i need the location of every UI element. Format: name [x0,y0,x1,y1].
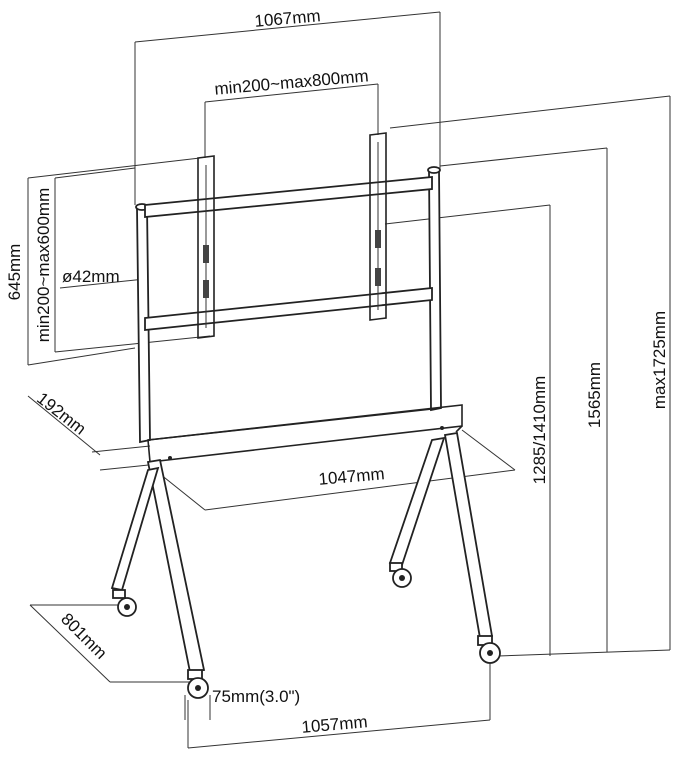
frame-height-label: 645mm [5,244,24,301]
tube-diameter-label: ø42mm [62,267,120,286]
front-left-leg [146,458,206,674]
front-right-leg [443,431,494,640]
top-height-label: 1565mm [585,362,604,428]
shelf-depth-label: 192mm [33,389,89,439]
base-width-label: 1057mm [301,712,369,737]
upper-rail [144,176,433,218]
overall-width-label: 1067mm [254,6,322,31]
vesa-width-label: min200~max800mm [214,66,370,98]
rear-left-leg [110,466,160,592]
rear-right-leg [388,436,446,567]
caster-rear-left [112,589,137,617]
vesa-height-label: min200~max600mm [34,188,53,343]
right-vesa-bracket [369,132,387,321]
dimension-lines [27,11,671,749]
lower-rail [144,287,433,331]
base-depth-label: 801mm [57,609,111,663]
caster-front-left [187,669,209,699]
shelf-width-label: 1047mm [318,464,386,489]
max-height-label: max1725mm [650,311,669,409]
caster-front-right [477,635,501,664]
dimension-labels: 1067mm min200~max800mm 645mm min200~max6… [5,6,669,737]
caster-size-label: 75mm(3.0") [212,687,300,706]
tv-stand-drawing [110,132,501,699]
left-vesa-bracket [197,155,215,339]
center-height-label: 1285/1410mm [530,376,549,485]
caster-rear-right [389,562,412,588]
shelf [147,404,463,471]
